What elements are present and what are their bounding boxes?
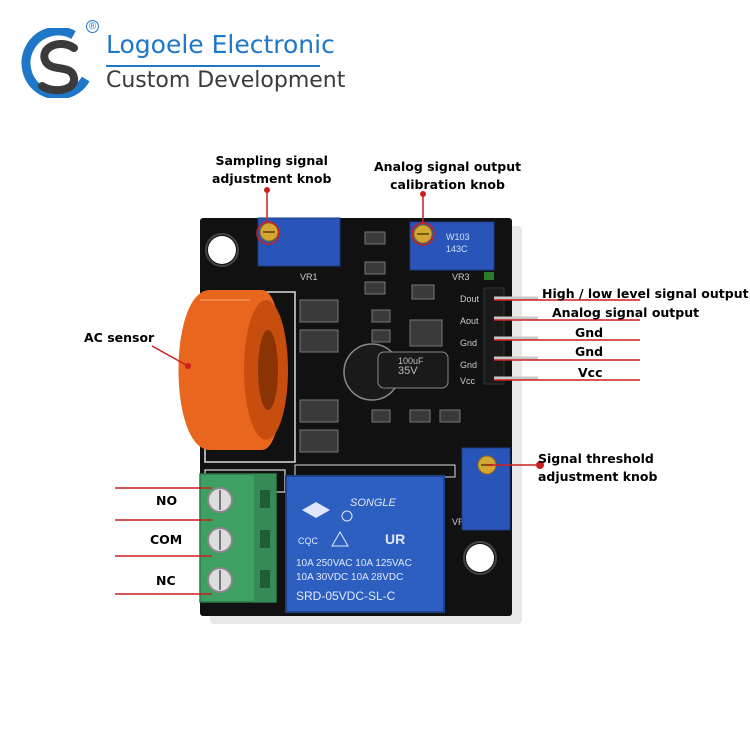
brand-name: Logoele Electronic [106, 30, 335, 59]
relay-brand: SONGLE [350, 497, 397, 509]
brand-tagline: Custom Development [106, 68, 346, 93]
callout-line-ac [151, 345, 189, 367]
silk-gnd2: Gnd [460, 360, 477, 370]
label-sampling-line1: Sampling signal [215, 153, 328, 168]
callout-dot-threshold [536, 461, 544, 469]
relay-ur: UR [385, 531, 405, 547]
label-terminal-no: NO [156, 493, 178, 508]
label-sampling-line2: adjustment knob [212, 171, 332, 186]
cap-voltage: 35V [398, 365, 418, 377]
label-terminal-nc: NC [156, 573, 176, 588]
callout-ring-sampling [256, 221, 280, 245]
relay-cert: CQC [298, 536, 319, 546]
label-ac-sensor: AC sensor [84, 330, 155, 345]
pot-code-2: 143C [446, 244, 468, 254]
label-analog-cal-line2: calibration knob [390, 177, 505, 192]
silk-aout: Aout [460, 316, 479, 326]
cap-value: 100uF [398, 356, 424, 366]
label-threshold-line2: adjustment knob [538, 469, 658, 484]
logo-icon [21, 28, 95, 98]
registered-mark: ® [86, 20, 99, 33]
label-pin-gnd2: Gnd [575, 344, 604, 359]
mounting-hole [208, 236, 236, 264]
label-analog-cal-knob: Analog signal output calibration knob [374, 158, 521, 194]
relay: SONGLE CQC UR 10A 250VAC 10A 125VAC 10A … [285, 475, 445, 613]
label-pin-gnd1: Gnd [575, 325, 604, 340]
callout-dot-sampling [264, 187, 270, 193]
label-sampling-knob: Sampling signal adjustment knob [212, 152, 331, 188]
callout-ring-analog-cal [411, 222, 435, 246]
label-analog-cal-line1: Analog signal output [374, 159, 522, 174]
label-pin-vcc: Vcc [578, 365, 603, 380]
silk-gnd1: Gnd [460, 338, 477, 348]
mounting-hole [466, 544, 494, 572]
label-pin-dout: High / low level signal output [542, 286, 749, 301]
silk-vr1: VR1 [300, 272, 318, 282]
silk-dout: Dout [460, 294, 480, 304]
ac-sensor [178, 290, 288, 450]
label-threshold-knob: Signal threshold adjustment knob [538, 450, 657, 486]
silk-vr3: VR3 [452, 272, 470, 282]
label-pin-aout: Analog signal output [552, 305, 700, 320]
label-terminal-com: COM [150, 532, 183, 547]
silk-vcc: Vcc [460, 376, 476, 386]
relay-rating-2: 10A 30VDC 10A 28VDC [296, 572, 403, 583]
silk-vr2: VR2 [452, 517, 470, 527]
terminal-block [199, 473, 277, 603]
relay-model: SRD-05VDC-SL-C [296, 589, 396, 603]
relay-rating-1: 10A 250VAC 10A 125VAC [296, 558, 412, 569]
pot-code-1: W103 [446, 232, 470, 242]
label-threshold-line1: Signal threshold [538, 451, 654, 466]
callout-dot-analog-cal [420, 191, 426, 197]
brand-divider [106, 65, 320, 67]
callout-dot-ac [185, 363, 191, 369]
